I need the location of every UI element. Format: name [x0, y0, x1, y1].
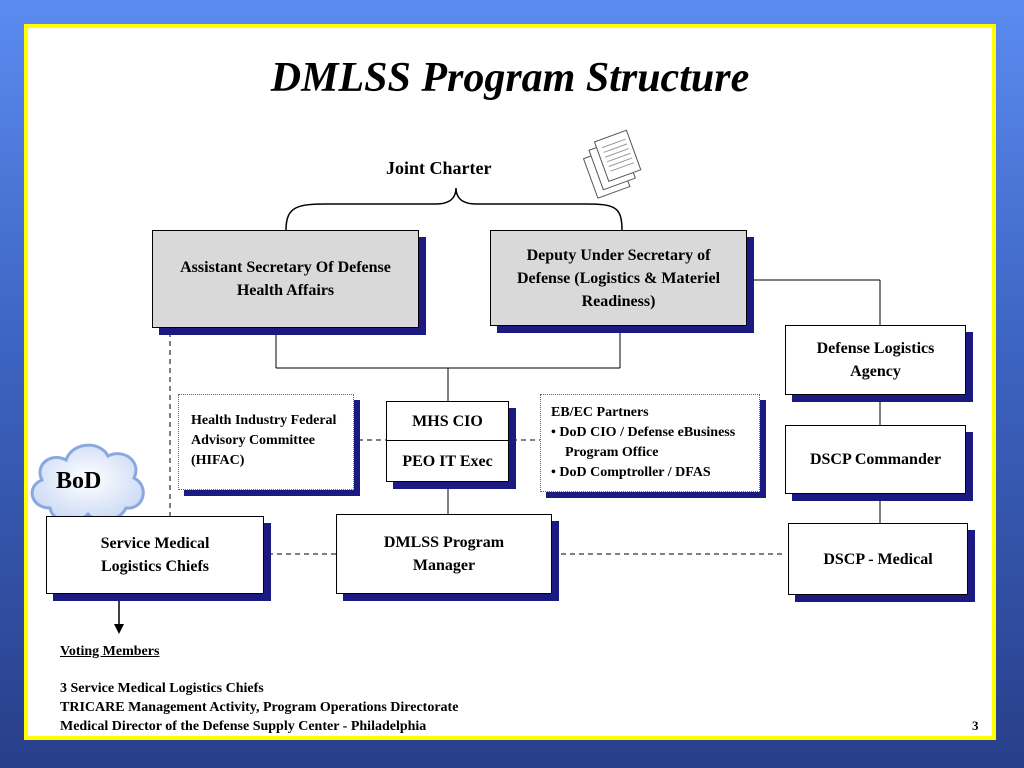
hifac-box: Health Industry Federal Advisory Committ…	[178, 394, 354, 490]
deputy-under-secretary-label: Deputy Under Secretary of Defense (Logis…	[516, 246, 721, 310]
dscp-commander-box: DSCP Commander	[785, 425, 966, 494]
dmlss-program-manager-label: DMLSS Program Manager	[383, 534, 505, 574]
service-medical-logistics-box: Service Medical Logistics Chiefs	[46, 516, 264, 594]
hifac-label: Health Industry Federal Advisory Committ…	[191, 413, 337, 468]
eb-ec-partners-list: • DoD CIO / Defense eBusiness Program Of…	[551, 423, 753, 483]
voting-members-heading: Voting Members	[60, 644, 160, 659]
dscp-medical-box: DSCP - Medical	[788, 523, 968, 595]
slide: DMLSS Program Structure Joint Charter As…	[24, 24, 996, 740]
voting-member-line: Medical Director of the Defense Supply C…	[60, 719, 427, 734]
mhs-cio-label: MHS CIO	[412, 412, 483, 430]
list-item: • DoD Comptroller / DFAS	[551, 465, 711, 480]
voting-members-notes: Voting Members 3 Service Medical Logisti…	[60, 642, 458, 736]
eb-ec-partners-box: EB/EC Partners • DoD CIO / Defense eBusi…	[540, 394, 760, 492]
service-medical-logistics-label: Service Medical Logistics Chiefs	[100, 535, 210, 575]
deputy-under-secretary-box: Deputy Under Secretary of Defense (Logis…	[490, 230, 747, 326]
connector-lines	[114, 187, 881, 634]
dscp-medical-label: DSCP - Medical	[823, 550, 933, 568]
asd-health-affairs-box: Assistant Secretary Of Defense Health Af…	[152, 230, 419, 328]
mhs-cio-box: MHS CIO	[386, 401, 509, 441]
defense-logistics-agency-label: Defense Logistics Agency	[816, 340, 935, 380]
list-item: • DoD CIO / Defense eBusiness Program Of…	[551, 425, 736, 460]
page-title: DMLSS Program Structure	[270, 55, 750, 101]
voting-member-line: 3 Service Medical Logistics Chiefs	[60, 681, 264, 696]
asd-health-affairs-label: Assistant Secretary Of Defense Health Af…	[180, 259, 391, 299]
peo-it-exec-box: PEO IT Exec	[386, 440, 509, 482]
eb-ec-partners-title: EB/EC Partners	[551, 405, 649, 420]
dmlss-program-manager-box: DMLSS Program Manager	[336, 514, 552, 594]
peo-it-exec-label: PEO IT Exec	[402, 452, 493, 470]
voting-member-line: TRICARE Management Activity, Program Ope…	[60, 700, 459, 715]
documents-icon	[582, 129, 642, 199]
joint-charter-label: Joint Charter	[386, 158, 492, 178]
bod-label: BoD	[56, 468, 102, 494]
dscp-commander-label: DSCP Commander	[809, 451, 942, 468]
page-number: 3	[972, 718, 979, 733]
defense-logistics-agency-box: Defense Logistics Agency	[785, 325, 966, 395]
